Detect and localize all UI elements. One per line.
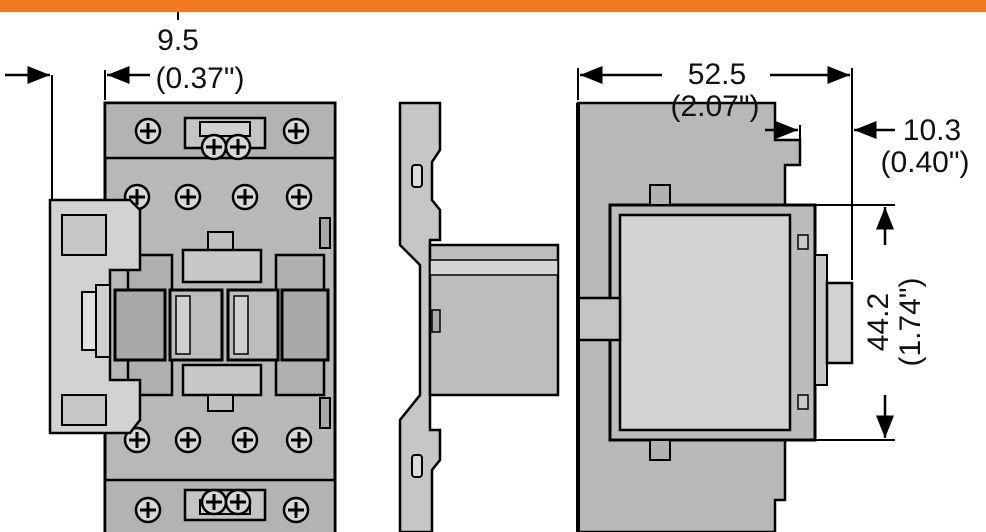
screw-icon bbox=[200, 133, 228, 161]
clip-hole bbox=[411, 454, 423, 478]
dimension-lines bbox=[5, 12, 895, 441]
screw-icon bbox=[200, 488, 228, 516]
clip-pad bbox=[61, 214, 107, 256]
screw-icon bbox=[285, 183, 313, 211]
coil-clip bbox=[649, 184, 671, 206]
coil-marker bbox=[797, 394, 809, 410]
clip-latch bbox=[95, 284, 111, 358]
contact-insert bbox=[233, 295, 249, 355]
side-slot bbox=[319, 217, 331, 249]
front-view bbox=[48, 101, 337, 532]
screw-icon bbox=[174, 426, 202, 454]
coil-clip bbox=[649, 439, 671, 461]
screw-icon bbox=[285, 426, 313, 454]
screw-icon bbox=[282, 496, 310, 524]
upper-center-pad bbox=[181, 248, 263, 284]
contact-window bbox=[113, 288, 167, 362]
screw-icon bbox=[231, 183, 259, 211]
screw-icon bbox=[134, 496, 162, 524]
din-clip bbox=[398, 101, 442, 532]
screw-icon bbox=[231, 426, 259, 454]
side-view bbox=[398, 101, 854, 532]
clip-hole bbox=[411, 164, 423, 188]
dim-depth-mm: 52.5 bbox=[688, 58, 746, 91]
coil-face bbox=[618, 213, 792, 432]
dim-depth-inch: (2.07") bbox=[670, 90, 759, 123]
screw-icon bbox=[224, 133, 252, 161]
rail-notch bbox=[431, 309, 441, 333]
center-tab bbox=[207, 394, 234, 412]
contact-insert bbox=[175, 295, 191, 355]
rear-protrusion bbox=[825, 281, 854, 365]
lower-center-pad bbox=[181, 363, 263, 397]
rail-channel-lip bbox=[429, 259, 559, 276]
coil-tab bbox=[580, 296, 622, 342]
dim-rear-offset-mm: 10.3 bbox=[903, 114, 961, 147]
coil-marker bbox=[797, 234, 809, 250]
top-terminal-slot bbox=[199, 121, 251, 137]
dim-rear-offset-inch: (0.40") bbox=[880, 146, 969, 179]
dim-width-offset-mm: 9.5 bbox=[157, 24, 199, 57]
side-slot bbox=[319, 397, 331, 429]
rear-step bbox=[814, 254, 828, 386]
dimension-labels: 9.5 (0.37") 52.5 (2.07") 10.3 (0.40") 44… bbox=[155, 24, 969, 367]
clip-pad bbox=[61, 394, 107, 426]
screw-icon bbox=[224, 488, 252, 516]
screw-icon bbox=[174, 183, 202, 211]
accent-top-bar bbox=[0, 0, 986, 12]
screw-icon bbox=[134, 117, 162, 145]
center-tab bbox=[207, 231, 234, 251]
screw-icon bbox=[282, 117, 310, 145]
contact-window bbox=[280, 288, 330, 362]
dim-height-mm: 44.2 bbox=[862, 293, 895, 351]
dim-height-inch: (1.74") bbox=[894, 277, 927, 366]
dim-width-offset-inch: (0.37") bbox=[155, 62, 244, 95]
